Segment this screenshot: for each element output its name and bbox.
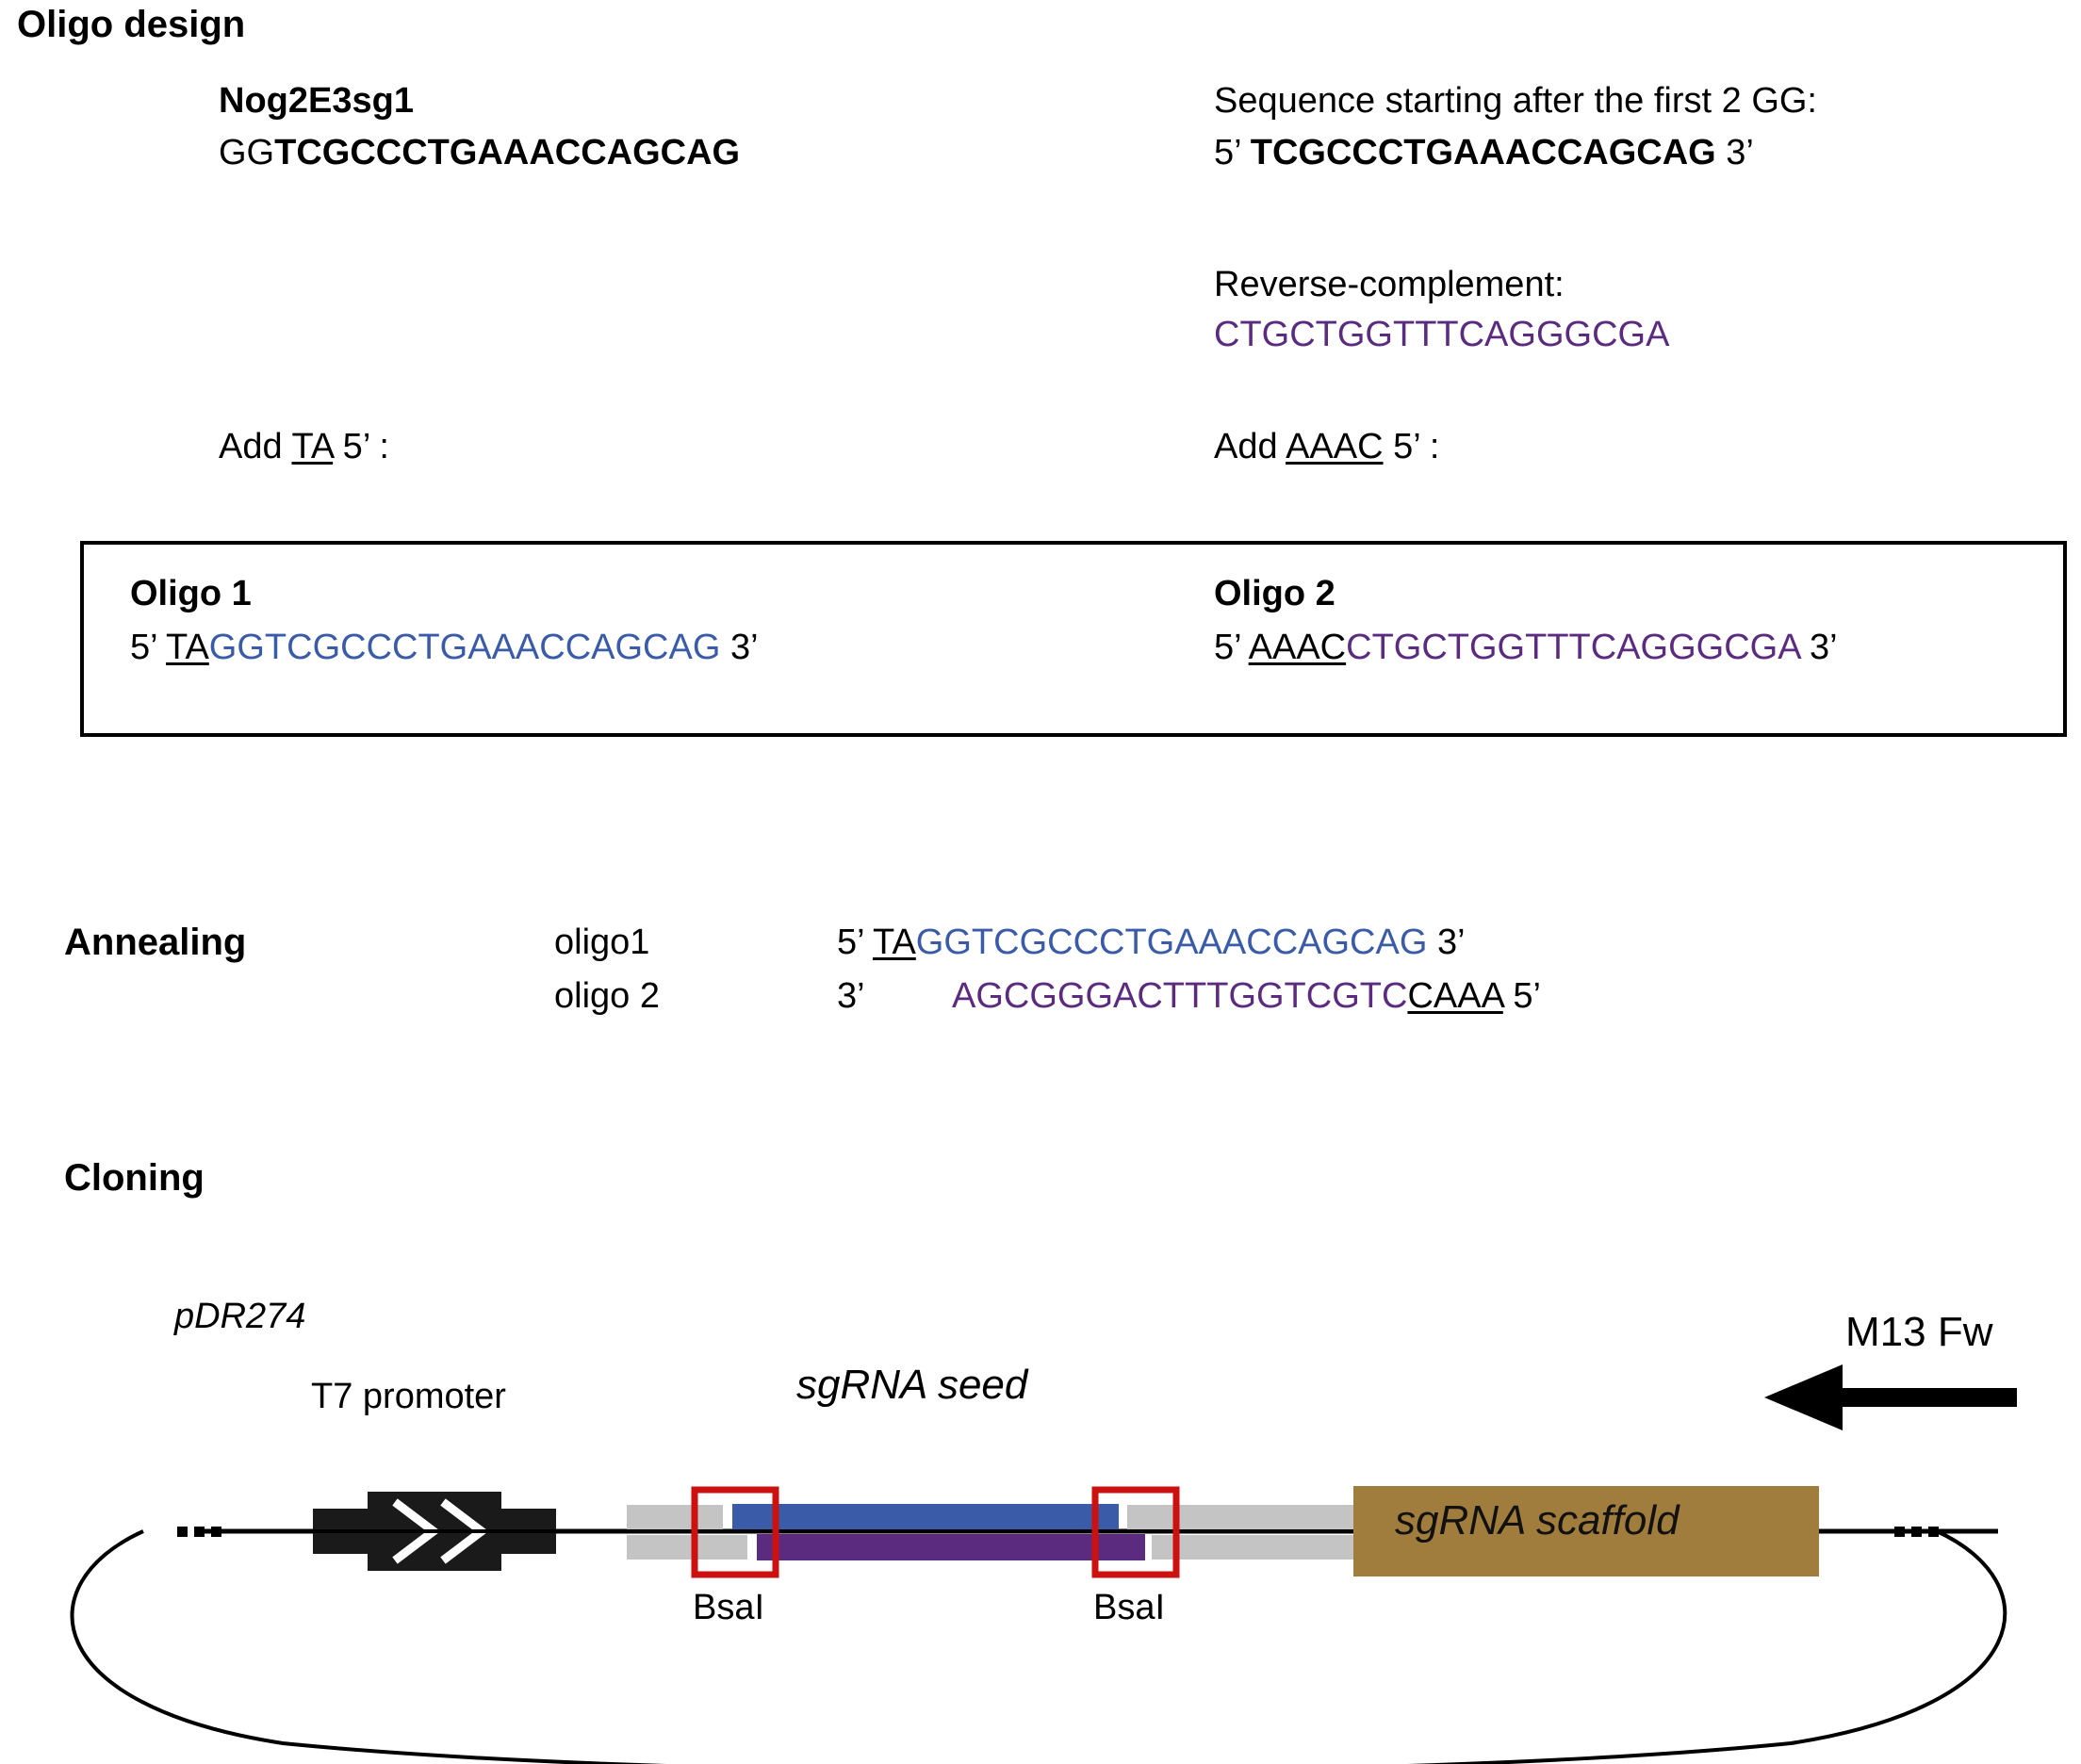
plasmid-circle-arc <box>70 1529 2007 1764</box>
sgrna-seed-bottom-strand <box>757 1534 1145 1560</box>
add-overhang-right-value: AAAC <box>1286 427 1384 466</box>
annealing-row1-core: GGTCGCCCTGAAACCAGCAG <box>915 923 1428 962</box>
m13-fw-label: M13 Fw <box>1845 1309 1993 1355</box>
sequence-after-gg: TCGCCCTGAAACCAGCAG <box>1250 133 1716 172</box>
sgrna-scaffold-box <box>1353 1486 1819 1576</box>
sgrna-scaffold-label: sgRNA scaffold <box>1395 1497 1680 1544</box>
oligo2-three-prime: 3’ <box>1799 628 1838 667</box>
oligo-result-box <box>80 541 2067 737</box>
oligo2-five-prime: 5’ <box>1214 628 1249 667</box>
annealing-row2-end-right: 5’ <box>1502 976 1541 1016</box>
section-title-cloning: Cloning <box>64 1157 205 1199</box>
t7-promoter-label: T7 promoter <box>311 1377 506 1416</box>
flanking-bars-gray <box>627 1505 1353 1560</box>
annealing-row2-sequence: AGCGGGACTTTGGTCGTCCAAA 5’ <box>952 975 1541 1018</box>
sequence-after-gg-caption: Sequence starting after the first 2 GG: <box>1214 81 1817 121</box>
oligo1-title: Oligo 1 <box>130 574 252 613</box>
annealing-row2-end-left-wrap: 3’ <box>837 975 865 1018</box>
add-overhang-left-pre: Add <box>219 427 292 466</box>
annealing-row1-name: oligo1 <box>554 923 650 962</box>
add-overhang-right: Add AAAC 5’ : <box>1214 426 1439 468</box>
m13-fw-arrow-icon <box>1764 1364 2017 1430</box>
oligo2-sequence-line: 5’ AAACCTGCTGGTTTCAGGGCGA 3’ <box>1214 627 1838 669</box>
bsai-site-left-box <box>691 1486 779 1578</box>
oligo2-title: Oligo 2 <box>1214 574 1335 613</box>
target-sequence-line: GGTCGCCCTGAAACCAGCAG <box>219 132 740 174</box>
annealing-row1-sequence: 5’ TAGGTCGCCCTGAAACCAGCAG 3’ <box>837 922 1466 964</box>
plasmid-name: pDR274 <box>174 1297 306 1336</box>
annealing-row2-name: oligo 2 <box>554 976 660 1016</box>
annealing-row2-core: AGCGGGACTTTGGTCGTC <box>952 976 1408 1016</box>
section-title-annealing: Annealing <box>64 922 247 963</box>
revcomp-sequence: CTGCTGGTTTCAGGGCGA <box>1214 315 1670 354</box>
oligo1-sequence: GGTCGCCCTGAAACCAGCAG <box>208 628 721 667</box>
sgrna-seed-label: sgRNA seed <box>796 1362 1028 1408</box>
sequence-after-gg-line: 5’ TCGCCCTGAAACCAGCAG 3’ <box>1214 132 1754 174</box>
oligo1-sequence-line: 5’ TAGGTCGCCCTGAAACCAGCAG 3’ <box>130 627 759 669</box>
five-prime-marker: 5’ <box>1214 133 1241 172</box>
annealing-row1-end-right: 3’ <box>1427 923 1466 962</box>
annealing-row2-end-left: 3’ <box>837 976 865 1016</box>
add-overhang-left-post: 5’ : <box>333 427 389 466</box>
plasmid-map <box>0 1300 2081 1764</box>
add-overhang-right-post: 5’ : <box>1383 427 1440 466</box>
bsai-left-label: BsaI <box>693 1588 765 1627</box>
oligo1-five-prime: 5’ <box>130 628 167 667</box>
revcomp-caption: Reverse-complement: <box>1214 265 1565 304</box>
target-sequence-prefix: GG <box>219 133 275 172</box>
add-overhang-right-pre: Add <box>1214 427 1286 466</box>
sgrna-seed-top-strand <box>732 1504 1119 1530</box>
oligo1-three-prime: 3’ <box>720 628 759 667</box>
oligo1-overhang: TA <box>166 628 209 667</box>
target-sequence-core: TCGCCCTGAAACCAGCAG <box>274 133 741 172</box>
oligo2-sequence: CTGCTGGTTTCAGGGCGA <box>1346 628 1800 667</box>
oligo2-overhang: AAAC <box>1248 628 1347 667</box>
annealing-row1-end-left: 5’ <box>837 923 874 962</box>
section-title-oligo-design: Oligo design <box>17 4 246 45</box>
annealing-row1-overhang: TA <box>873 923 916 962</box>
three-prime-marker: 3’ <box>1726 133 1754 172</box>
bsai-right-label: BsaI <box>1093 1588 1166 1627</box>
annealing-row2-overhang: CAAA <box>1407 976 1503 1016</box>
add-overhang-left: Add TA 5’ : <box>219 426 389 468</box>
bsai-site-right-box <box>1091 1486 1180 1578</box>
target-name: Nog2E3sg1 <box>219 81 414 121</box>
add-overhang-left-value: TA <box>291 427 334 466</box>
